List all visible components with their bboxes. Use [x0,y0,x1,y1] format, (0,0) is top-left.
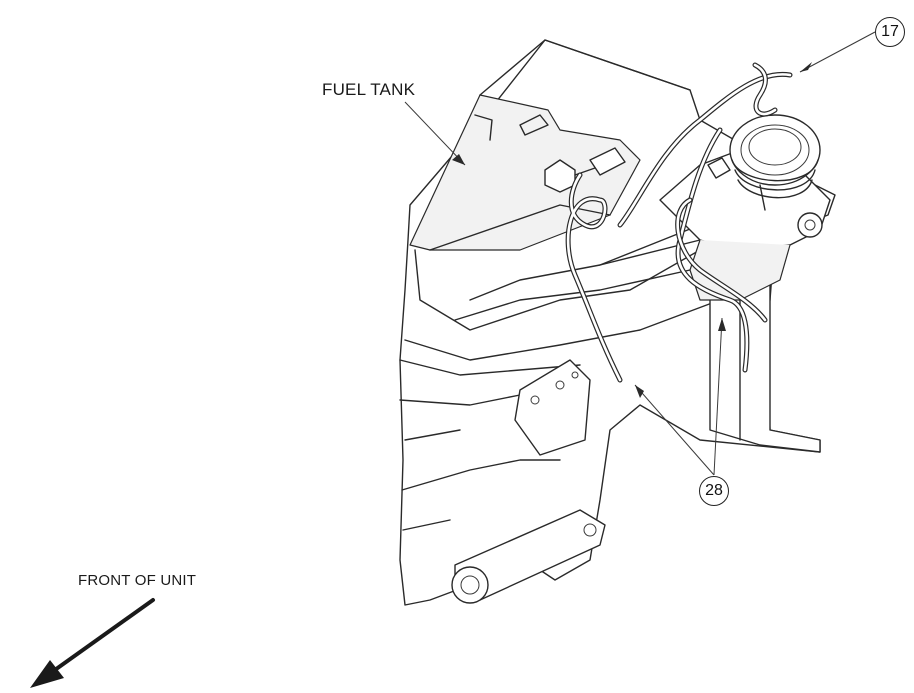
callout-28: 28 [699,476,729,506]
front-direction-arrow [30,598,155,688]
leader-lines [404,31,876,476]
filler-neck [659,114,831,301]
fuel-tank-label: FUEL TANK [322,80,416,99]
front-of-unit-label: FRONT OF UNIT [78,572,197,589]
vent-hoses [565,62,793,383]
callout-17: 17 [875,17,905,47]
